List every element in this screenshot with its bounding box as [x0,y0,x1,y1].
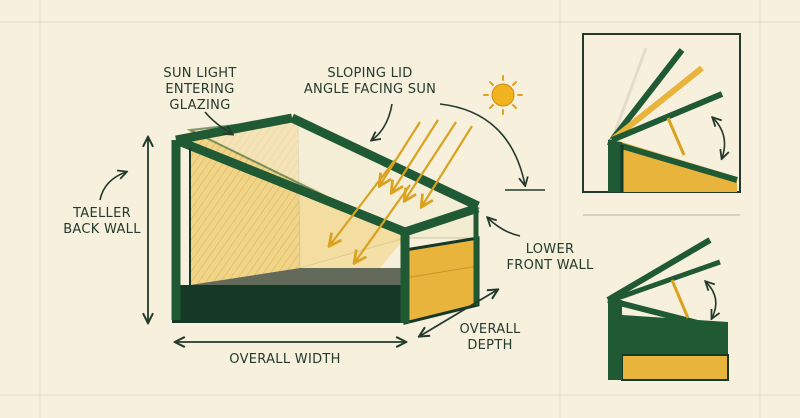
sun-arc-arrow [439,103,525,185]
sunlight-callout-arrow [204,111,232,134]
sunlight-arrow-icon [330,119,473,262]
main-cold-frame [171,113,481,325]
inset-lid-open [582,33,741,193]
label-overall-width: OVERALL WIDTH [229,352,341,367]
frame-floor [190,268,405,285]
lower-front-wall [403,236,480,325]
curved-arrow-icon [713,118,725,158]
label-overall-depth: OVERALL DEPTH [459,322,521,353]
depth-dimension-arrow [420,290,497,336]
lid-callout-arrow [372,103,393,140]
sun-icon [483,75,523,115]
label-sloping-lid: SLOPING LID ANGLE FACING SUN [303,66,437,97]
front-wall-callout-arrow [488,218,521,237]
label-sunlight: SUN LIGHT ENTERING GLAZING [163,66,237,113]
label-back-wall: TAELLER BACK WALL [63,206,141,237]
inset-lid-propped [583,214,740,381]
back-wall-callout-arrow [99,172,126,201]
label-front-wall: LOWER FRONT WALL [506,242,594,273]
frame-base [172,285,405,323]
curved-arrow-icon-2 [706,282,716,318]
